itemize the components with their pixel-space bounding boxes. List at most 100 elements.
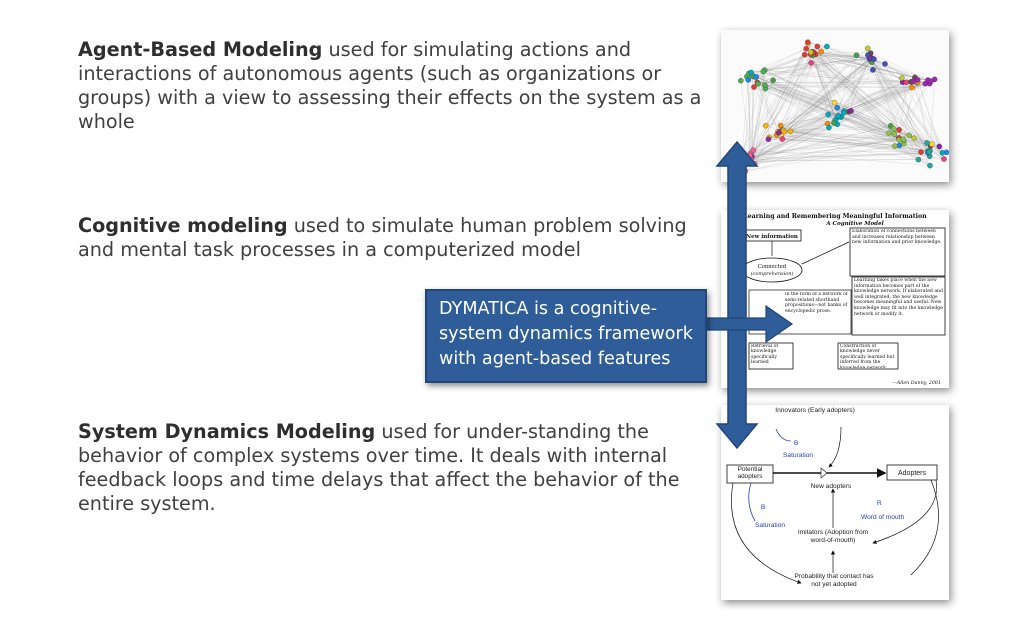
network-node [747,152,753,159]
cognitive-credit: —Allen Danny, 2001 [892,380,941,386]
network-edge [929,79,935,151]
network-edge [783,131,930,151]
network-edge [748,52,814,80]
network-edge [812,51,928,81]
network-edge [783,125,891,132]
agent-based-modeling-text: used for simulating actions and interact… [78,38,702,133]
dymatica-callout-text: DYMATICA is a cognitive-system dynamics … [439,299,693,369]
network-node [886,130,892,136]
network-node [835,113,841,119]
network-edge [750,55,813,161]
cognitive-modeling-term: Cognitive modeling [78,214,288,237]
network-edge [765,88,835,103]
network-node [826,124,832,131]
network-node [925,77,931,83]
network-node [909,84,915,91]
network-node [745,77,752,83]
network-edge [841,116,910,136]
agent-based-modeling-paragraph: Agent-Based Modeling used for simulating… [78,38,718,134]
network-edge [790,82,918,132]
network-node [775,130,782,136]
network-edge [778,131,904,141]
network-node [748,69,754,76]
network-node [808,60,814,66]
network-node [740,157,747,163]
network-edge [837,58,870,108]
network-node [870,67,876,73]
network-node [748,157,754,163]
network-node [755,81,761,87]
network-node [910,78,917,84]
flow-valve-icon [820,467,828,479]
network-node [903,79,910,85]
network-edge [751,127,829,160]
network-edge [790,82,907,132]
network-node [808,49,814,56]
new-information-label: New information [746,234,798,240]
network-node [831,99,838,106]
network-edge [812,55,902,79]
elaboration-fo: Elaboration of connections between and i… [852,229,942,245]
network-edge [903,83,926,140]
network-edge [764,70,913,88]
network-node [803,45,809,52]
network-edge [815,54,928,81]
network-node [926,149,933,155]
network-edge [790,62,872,132]
network-edge [804,54,902,79]
network-edge [811,62,931,166]
network-edge [884,63,930,157]
network-node [853,52,860,58]
network-edge [748,54,868,80]
construction-box [837,342,899,370]
system-dynamics-diagram: Innovators (Early adopters) B Saturation… [726,407,939,588]
network-node [733,160,739,166]
network-edge [812,55,904,144]
network-edge [777,59,875,132]
network-edge [917,79,940,147]
network-node [765,136,772,142]
network-node [936,143,943,150]
network-edge [752,75,844,113]
system-dynamics-image: Innovators (Early adopters) B Saturation… [721,405,949,600]
network-node [787,128,794,135]
network-node [814,43,821,50]
network-edge [756,76,783,131]
network-edge [804,54,910,136]
network-node [760,68,767,75]
network-text: in the form of a network of semi-related… [785,292,848,314]
network-edge [746,76,932,145]
network-edge [898,137,945,160]
network-edge [754,81,931,164]
network-node [738,77,744,84]
network-node [865,52,871,58]
network-node [753,74,759,80]
network-edge [751,133,895,157]
network-edge [753,42,808,151]
network-edge [750,46,827,154]
network-edge [764,85,891,126]
network-node [924,140,930,146]
network-node [939,150,946,156]
network-edge [753,86,836,120]
network-edge [867,48,945,160]
network-node [882,61,888,67]
network-node [831,120,837,126]
network-edge [841,58,870,118]
retrieval-text: Retrieval of knowledge specifically lear… [751,344,779,366]
network-edge [778,132,945,160]
connected-label: Connected [758,264,787,270]
learning-fo: Learning takes place when the new inform… [854,278,943,317]
potential-adopters-fo: Potential adopters [738,466,763,480]
network-edge [841,116,931,166]
network-edge [754,54,805,164]
potential-adopters-box [726,464,774,484]
network-node [750,147,757,153]
network-edges [734,42,947,171]
probability-fo: Probability that contact has not yet ado… [794,573,873,588]
network-fo: in the form of a network of semi-related… [785,292,848,314]
network-edge [815,54,913,88]
learning-text: Learning takes place when the new inform… [854,278,943,317]
saturation-top-label: Saturation [783,452,813,459]
network-edge [745,146,895,171]
